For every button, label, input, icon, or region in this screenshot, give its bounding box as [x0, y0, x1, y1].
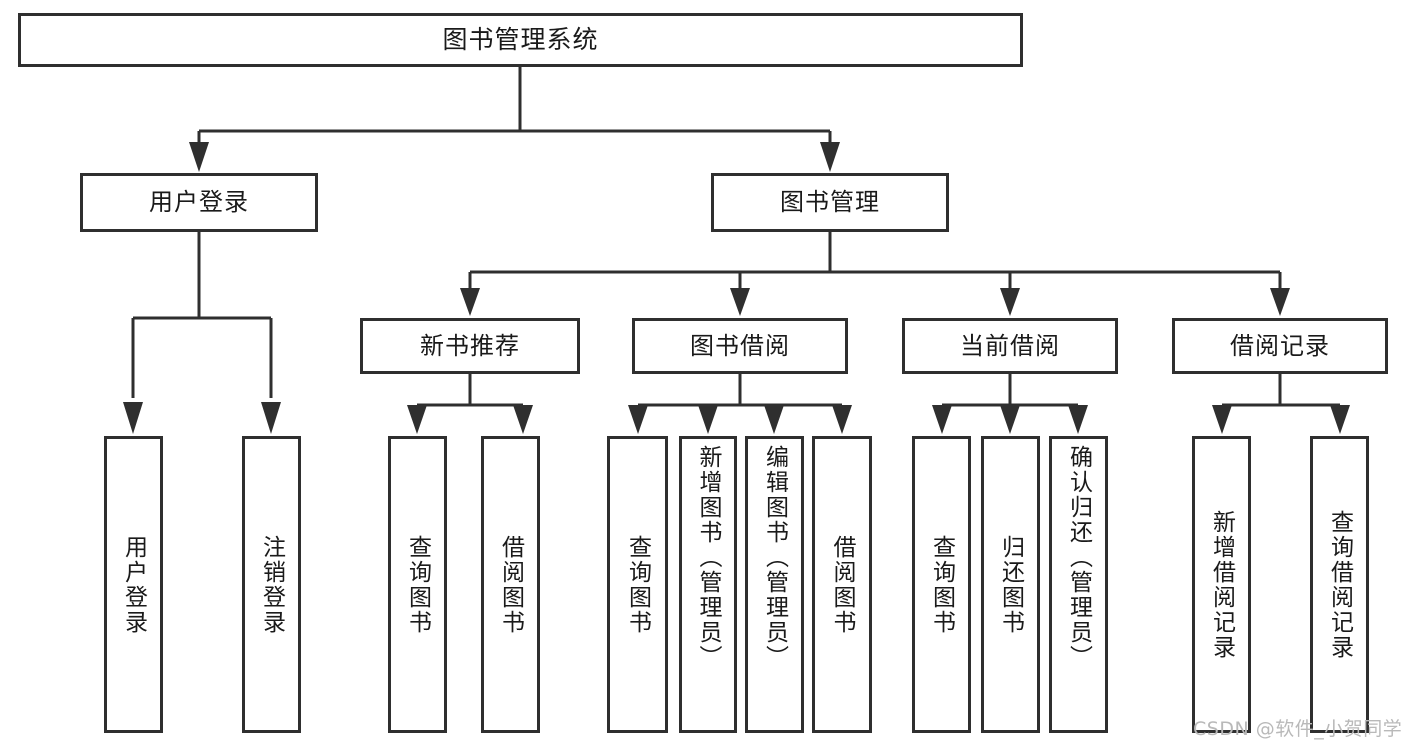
node-label: 借阅图书: [829, 534, 856, 635]
node-root-book-management-system[interactable]: 图书管理系统: [18, 13, 1023, 67]
node-label: 新增借阅记录: [1208, 509, 1235, 660]
node-label: 编辑图书（管理员）: [761, 445, 788, 670]
leaf-query-book-recommend[interactable]: 查询图书: [388, 436, 447, 733]
leaf-borrow-book[interactable]: 借阅图书: [812, 436, 872, 733]
node-label: 确认归还（管理员）: [1065, 445, 1092, 670]
node-label: 查询借阅记录: [1326, 509, 1353, 660]
csdn-watermark: CSDN @软件_小贺同学: [1193, 718, 1403, 740]
node-user-login[interactable]: 用户登录: [80, 173, 318, 232]
node-label: 图书管理系统: [442, 25, 599, 55]
leaf-confirm-return-admin[interactable]: 确认归还（管理员）: [1049, 436, 1108, 733]
node-label: 新书推荐: [420, 331, 520, 360]
node-label: 用户登录: [120, 534, 147, 635]
node-label: 查询图书: [928, 534, 955, 635]
node-label: 借阅记录: [1230, 331, 1330, 360]
node-current-borrow[interactable]: 当前借阅: [902, 318, 1118, 374]
leaf-add-book-admin[interactable]: 新增图书（管理员）: [679, 436, 737, 733]
leaf-logout[interactable]: 注销登录: [242, 436, 301, 733]
node-label: 图书借阅: [690, 331, 790, 360]
leaf-edit-book-admin[interactable]: 编辑图书（管理员）: [745, 436, 804, 733]
node-new-book-recommend[interactable]: 新书推荐: [360, 318, 580, 374]
leaf-user-login[interactable]: 用户登录: [104, 436, 163, 733]
node-label: 当前借阅: [960, 331, 1060, 360]
node-label: 注销登录: [258, 534, 285, 635]
node-label: 查询图书: [624, 534, 651, 635]
node-label: 新增图书（管理员）: [695, 445, 722, 670]
node-label: 图书管理: [780, 188, 880, 217]
leaf-borrow-book-recommend[interactable]: 借阅图书: [481, 436, 540, 733]
leaf-query-book-current[interactable]: 查询图书: [912, 436, 971, 733]
node-label: 借阅图书: [497, 534, 524, 635]
node-label: 归还图书: [997, 534, 1024, 635]
leaf-add-borrow-record[interactable]: 新增借阅记录: [1192, 436, 1251, 733]
leaf-query-borrow-record[interactable]: 查询借阅记录: [1310, 436, 1369, 733]
leaf-return-book[interactable]: 归还图书: [981, 436, 1040, 733]
node-label: 查询图书: [404, 534, 431, 635]
node-book-borrow[interactable]: 图书借阅: [632, 318, 848, 374]
node-label: 用户登录: [149, 188, 249, 217]
node-borrow-record[interactable]: 借阅记录: [1172, 318, 1388, 374]
leaf-query-book-borrow[interactable]: 查询图书: [607, 436, 668, 733]
node-book-management[interactable]: 图书管理: [711, 173, 949, 232]
